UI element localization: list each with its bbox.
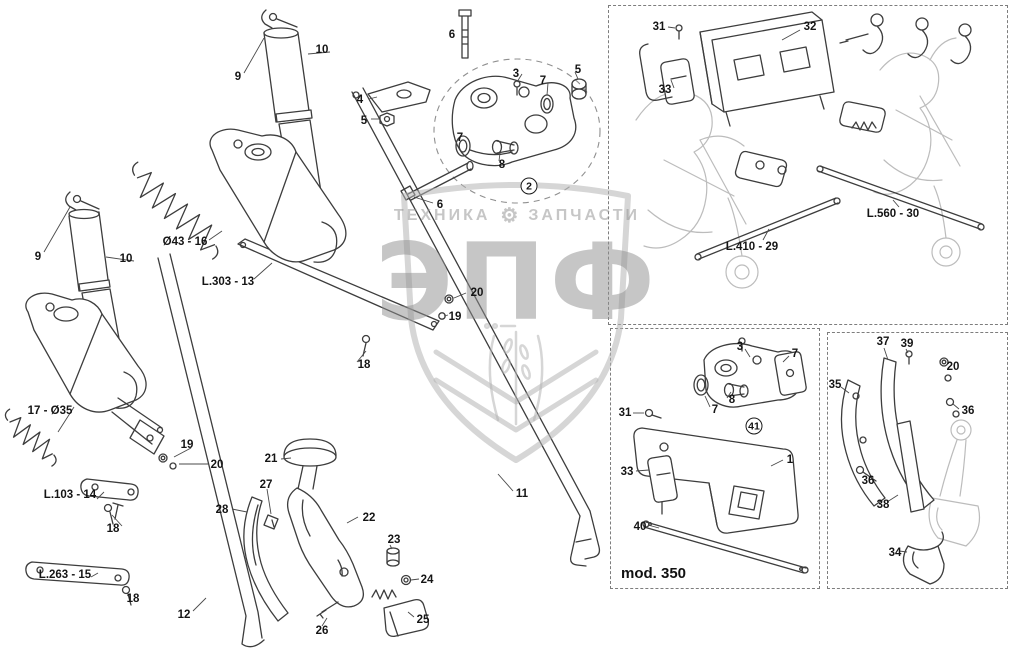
inset-box-mod350: mod. 350 [610, 328, 820, 589]
knob-lever-assembly [243, 438, 430, 638]
hooks-top-right [839, 13, 972, 65]
inset-box-top-right [608, 5, 1008, 325]
watermark-shield [401, 182, 631, 463]
rod-30 [816, 165, 985, 231]
faint-machine-right [873, 37, 961, 267]
fork-assembly-left [25, 191, 177, 520]
drawbar-frame-1 [633, 408, 799, 534]
inset-box-bottom-right [827, 332, 1008, 589]
pivot-assembly-center [367, 9, 601, 204]
hitch-brackets-mid [734, 101, 886, 188]
spring-16 [132, 161, 219, 260]
mod350-label: mod. 350 [621, 565, 687, 582]
spring-17 [4, 408, 57, 467]
clamp-parts-31-33 [639, 24, 695, 105]
frame-part-32 [699, 11, 835, 127]
link-bar-12 [157, 253, 265, 648]
faint-machine-left [635, 91, 759, 289]
link-14 [80, 478, 139, 525]
faint-lever-assembly [928, 419, 981, 547]
pivot-assembly-mod350 [693, 337, 807, 408]
bracket-plates-35-37-38 [840, 350, 960, 513]
link-15 [25, 561, 132, 606]
fork-assembly-top [209, 9, 347, 263]
hook-part-34 [902, 531, 945, 585]
tie-rod-13 [237, 238, 440, 331]
leader-lines [43, 26, 960, 627]
rod-29 [694, 197, 841, 261]
